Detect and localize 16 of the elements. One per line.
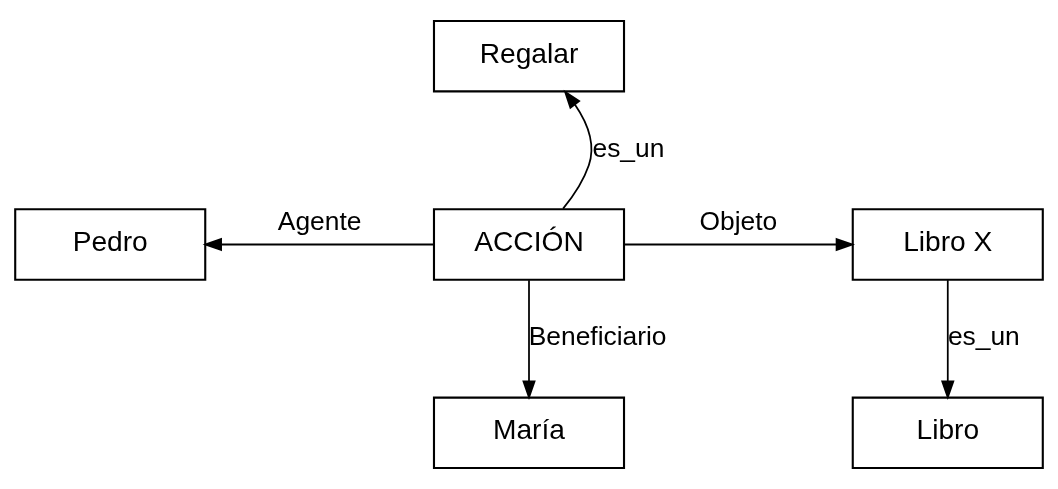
arrow <box>522 279 536 400</box>
edge-label: Objeto <box>699 206 778 237</box>
node-box: Regalar <box>432 20 626 93</box>
arrow <box>941 279 955 400</box>
node-box: Libro X <box>851 208 1044 281</box>
node-box: Libro <box>851 396 1044 469</box>
edge-label: Beneficiario <box>528 320 667 351</box>
arrow <box>562 89 593 210</box>
arrow <box>202 237 435 252</box>
edge-label: Agente <box>277 206 362 237</box>
node-box: ACCIÓN <box>432 208 626 281</box>
edge-label: es_un <box>947 320 1020 351</box>
edge-label: es_un <box>592 132 665 163</box>
arrow <box>623 237 856 252</box>
node-box: Pedro <box>14 208 207 281</box>
node-box: María <box>432 396 626 469</box>
